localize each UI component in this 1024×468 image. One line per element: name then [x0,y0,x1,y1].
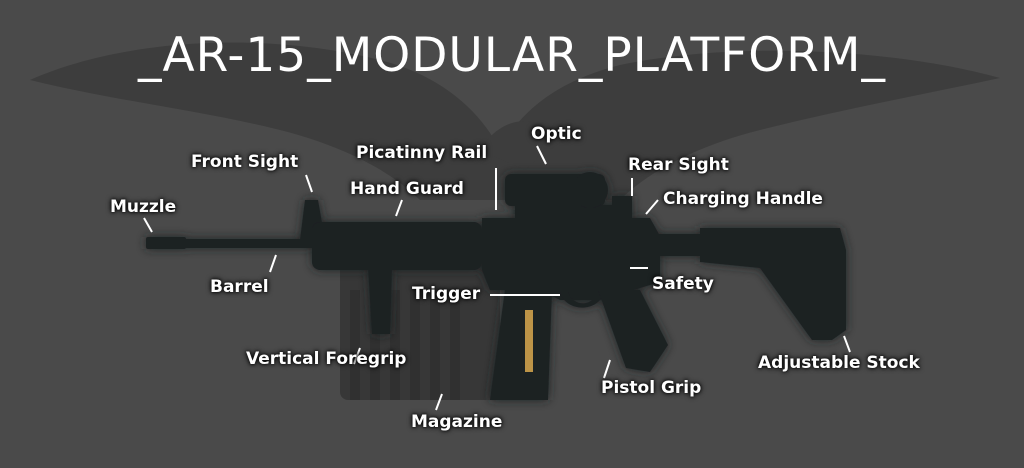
magazine-window [525,310,533,372]
rifle-illustration [146,172,846,400]
trigger-part [560,292,600,308]
pistol-grip-part [598,290,668,372]
label-adjustable-stock: Adjustable Stock [758,353,920,373]
barrel-part [184,239,314,248]
label-muzzle: Muzzle [110,197,177,217]
hand-guard-part [312,222,482,270]
label-vertical-foregrip: Vertical Foregrip [246,349,407,369]
label-barrel: Barrel [210,277,269,297]
label-charging-handle: Charging Handle [663,189,823,209]
label-pistol-grip: Pistol Grip [601,378,702,398]
muzzle-part [146,237,186,249]
label-trigger: Trigger [412,284,481,304]
rail-part [515,205,625,219]
label-rear-sight: Rear Sight [628,155,729,175]
label-magazine: Magazine [411,412,503,432]
diagram-title: _AR-15_MODULAR_PLATFORM_ [138,28,886,83]
magazine-part [490,290,552,400]
label-picatinny-rail: Picatinny Rail [356,143,488,163]
rear-sight-part [612,196,632,218]
stock-part [700,228,846,340]
receiver-part [482,218,660,300]
foregrip-part [368,266,392,334]
label-safety: Safety [652,274,714,294]
label-front-sight: Front Sight [191,152,299,172]
label-hand-guard: Hand Guard [350,179,464,199]
label-optic: Optic [531,124,582,144]
leader-lines [143,145,851,411]
